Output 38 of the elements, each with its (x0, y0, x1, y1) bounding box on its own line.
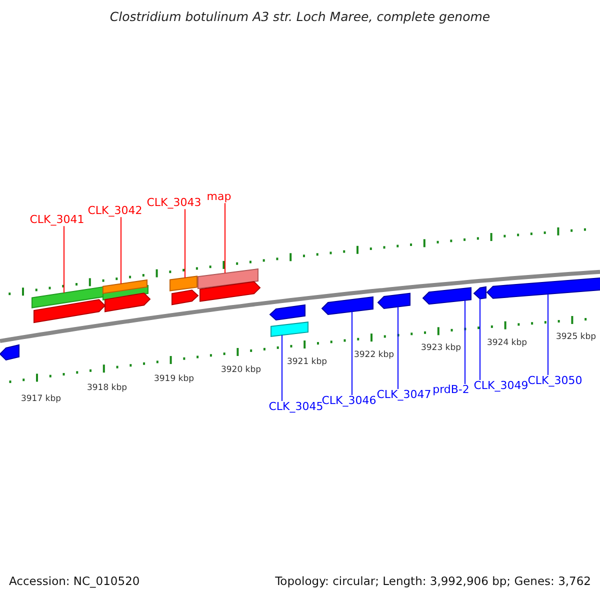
scale-label: 3919 kbp (154, 375, 194, 384)
gene-feature (0, 344, 20, 361)
gene-feature (170, 276, 198, 292)
leader-line (184, 208, 186, 278)
scale-label: 3924 kbp (486, 339, 528, 348)
gene-label: map (206, 191, 232, 204)
gene-feature (269, 304, 306, 321)
footer-text: Topology: circular; Length: 3,992,906 bp; Genes: 3,762 (275, 575, 591, 588)
gene-feature (473, 286, 486, 300)
gene-label: CLK_3045 (268, 401, 324, 414)
gene-label: CLK_3050 (528, 375, 582, 388)
diagram-title: Clostridium botulinum A3 str. Loch Maree, complete genome (110, 10, 490, 24)
gene-feature (270, 322, 308, 337)
leader-line (224, 202, 226, 274)
gene-feature (198, 268, 258, 290)
scale-label: 3921 kbp (286, 358, 328, 368)
footer-text: Accession: NC_010520 (9, 575, 140, 588)
gene-feature (34, 299, 106, 324)
scale-label: 3917 kbp (20, 395, 62, 404)
scale-label: 3925 kbp (556, 333, 596, 342)
gene-feature (102, 279, 148, 294)
gene-label: CLK_3042 (88, 205, 142, 218)
gene-feature (321, 296, 374, 316)
scale-label: 3918 kbp (86, 384, 128, 394)
leader-line (120, 216, 122, 284)
scale-label: 3922 kbp (354, 351, 394, 360)
gene-feature (172, 290, 199, 306)
gene-label: CLK_3046 (322, 395, 376, 408)
leader-line (464, 300, 466, 384)
gene-label: CLK_3049 (474, 380, 528, 392)
gene-feature (377, 292, 410, 310)
gene-feature (104, 292, 151, 312)
scale-label: 3920 kbp (220, 366, 262, 376)
gene-label: CLK_3041 (30, 214, 84, 226)
gene-label: CLK_3047 (376, 389, 432, 402)
scale-label: 3923 kbp (420, 344, 462, 354)
gene-label: CLK_3043 (146, 197, 202, 210)
gene-label: prdB-2 (432, 384, 470, 396)
